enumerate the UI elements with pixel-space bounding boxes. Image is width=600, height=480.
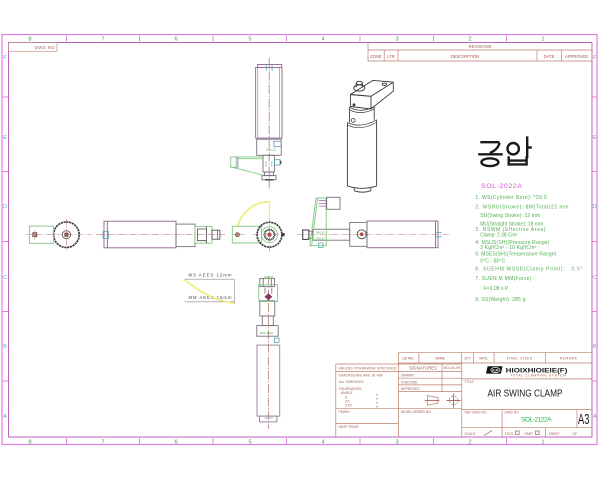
svg-text:2. WSHU(Stroke): 8M(Total)22 m: 2. WSHU(Stroke): 8M(Total)22 mm <box>475 205 568 211</box>
svg-text:6: 6 <box>174 37 177 43</box>
svg-text:DRAWN: DRAWN <box>401 374 414 378</box>
svg-text:±: ± <box>376 397 378 401</box>
svg-text:B: B <box>3 344 7 350</box>
svg-text:2: 2 <box>468 439 471 445</box>
svg-text:6: 6 <box>174 439 177 445</box>
svg-text:MU(Straight Stroke): 18 mm: MU(Straight Stroke): 18 mm <box>480 222 543 228</box>
svg-text:DWG NO: DWG NO <box>505 411 520 415</box>
svg-text:A: A <box>593 414 597 420</box>
svg-text:TOTAL CLAMPING SYSTEM: TOTAL CLAMPING SYSTEM <box>510 374 566 378</box>
svg-text:HEAT TREAT: HEAT TREAT <box>339 425 359 429</box>
svg-text:DESCRIPTION: DESCRIPTION <box>451 54 480 59</box>
svg-text:TITLE: TITLE <box>465 380 475 384</box>
svg-text:APPROVED: APPROVED <box>565 54 588 59</box>
svg-text:B: B <box>593 344 597 350</box>
svg-text:SOL-2122A: SOL-2122A <box>521 417 552 424</box>
svg-text:C: C <box>593 275 597 281</box>
svg-text:4. MSUS(SH)(Pressure Range): 4. MSUS(SH)(Pressure Range) <box>475 240 549 246</box>
svg-text:C: C <box>3 275 7 281</box>
svg-text:REF DWG NO.: REF DWG NO. <box>465 411 488 415</box>
svg-text:SOL-2022: SOL-2022 <box>260 331 274 335</box>
svg-text:DATE: DATE <box>544 54 555 59</box>
svg-text:OF: OF <box>573 432 578 436</box>
svg-text:F: F <box>3 55 7 61</box>
svg-text:5: 5 <box>248 439 251 445</box>
svg-text:SHEET: SHEET <box>549 432 560 436</box>
svg-text:Clamp: 2.38 Cm²: Clamp: 2.38 Cm² <box>480 233 517 239</box>
svg-text:E: E <box>593 135 597 141</box>
svg-text:3: 3 <box>395 439 398 445</box>
svg-text:SOL-2022A: SOL-2022A <box>481 183 523 190</box>
svg-text:2: 2 <box>468 37 471 43</box>
svg-text:QTY: QTY <box>464 356 472 360</box>
svg-text:TOLERANCES: TOLERANCES <box>339 387 363 391</box>
svg-text:3. RSWM (Effective Area): 3. RSWM (Effective Area) <box>475 227 545 233</box>
svg-text:APPROVED: APPROVED <box>401 387 420 391</box>
svg-text:FINAL SIZES: FINAL SIZES <box>507 356 533 360</box>
svg-text:D: D <box>593 204 597 210</box>
svg-text:SU(Swing Stroke): 12 mm: SU(Swing Stroke): 12 mm <box>480 213 540 219</box>
svg-text:.XXX: .XXX <box>344 403 352 407</box>
svg-text:LTR: LTR <box>387 54 395 59</box>
svg-text:A: A <box>3 414 7 420</box>
svg-text:1: 1 <box>541 439 544 445</box>
svg-text:ALL SURFACES: ALL SURFACES <box>339 380 365 384</box>
svg-text:.X: .X <box>344 395 348 399</box>
svg-text:4: 4 <box>321 37 324 43</box>
svg-text:±: ± <box>376 393 378 397</box>
svg-text:MATL: MATL <box>479 356 488 360</box>
svg-text:7: 7 <box>101 439 104 445</box>
svg-text:3: 3 <box>395 37 398 43</box>
svg-text:SOL-22: SOL-22 <box>267 148 277 152</box>
svg-text:DIMENSIONS ARE IN MM: DIMENSIONS ARE IN MM <box>339 373 383 377</box>
svg-text:NAME: NAME <box>435 356 446 360</box>
svg-text:ANGLE: ANGLE <box>341 391 353 395</box>
svg-text:KJF: KJF <box>492 369 499 373</box>
svg-text:6. SUEHM WSSE(Clamp Point):: 6. SUEHM WSSE(Clamp Point): 0.5° <box>475 267 582 273</box>
svg-text:F=2.08 x P: F=2.08 x P <box>484 286 509 292</box>
svg-text:MM AEES 18mm: MM AEES 18mm <box>189 295 233 300</box>
svg-text:.XX: .XX <box>344 399 350 403</box>
svg-text:±: ± <box>376 404 378 408</box>
svg-text:PART: PART <box>525 432 534 436</box>
svg-text:CHECKED: CHECKED <box>401 380 418 384</box>
svg-text:8. SS(Weight): 285 g: 8. SS(Weight): 285 g <box>475 297 525 303</box>
svg-text:WORK ORDER NO: WORK ORDER NO <box>401 410 431 414</box>
svg-text:5: 5 <box>248 37 251 43</box>
svg-text:4: 4 <box>321 439 324 445</box>
svg-text:OAS IO: OAS IO <box>316 236 325 240</box>
svg-text:A3: A3 <box>578 412 589 428</box>
svg-text:REVISIONS: REVISIONS <box>469 44 492 49</box>
svg-text:TOOL: TOOL <box>505 432 514 436</box>
svg-text:3 Kgf/Cm² - 10 Kgf/Cm²: 3 Kgf/Cm² - 10 Kgf/Cm² <box>480 245 536 251</box>
svg-text:OAS IO: OAS IO <box>316 230 325 234</box>
svg-text:±: ± <box>376 401 378 405</box>
svg-text:DETAIL: DETAIL <box>402 356 414 360</box>
svg-text:SCALE: SCALE <box>465 432 477 436</box>
svg-text:MS AEES 12mm: MS AEES 12mm <box>189 273 233 278</box>
svg-text:DWG NO: DWG NO <box>35 45 55 50</box>
svg-text:5. MSES(SH)(Temperature Range): 5. MSES(SH)(Temperature Range) <box>475 252 556 258</box>
svg-text:7. SUEN M MM(Force): 7. SUEN M MM(Force) <box>475 276 531 282</box>
svg-text:0°C - 80°C: 0°C - 80°C <box>480 258 505 264</box>
svg-text:1: 1 <box>541 37 544 43</box>
svg-text:REMARK: REMARK <box>560 356 578 360</box>
svg-text:HIOIXHIOIEIE(F): HIOIXHIOIEIE(F) <box>506 367 568 374</box>
svg-text:F: F <box>593 55 597 61</box>
svg-text:7: 7 <box>101 37 104 43</box>
svg-text:ZONE: ZONE <box>370 54 382 59</box>
svg-text:8: 8 <box>28 37 31 43</box>
svg-text:E: E <box>3 135 7 141</box>
svg-text:AIR SWING CLAMP: AIR SWING CLAMP <box>488 388 563 399</box>
svg-text:8: 8 <box>28 439 31 445</box>
svg-text:MO-DA-YR: MO-DA-YR <box>444 366 462 370</box>
svg-text:UNLESS OTHERWISE SPECIFIED: UNLESS OTHERWISE SPECIFIED <box>338 366 397 370</box>
svg-text:SIGNATURES: SIGNATURES <box>409 366 437 371</box>
svg-text:1. WS(Cylinder Bore): *29.0: 1. WS(Cylinder Bore): *29.0 <box>475 195 547 201</box>
svg-text:D: D <box>3 204 7 210</box>
svg-text:FINISH: FINISH <box>339 410 351 414</box>
